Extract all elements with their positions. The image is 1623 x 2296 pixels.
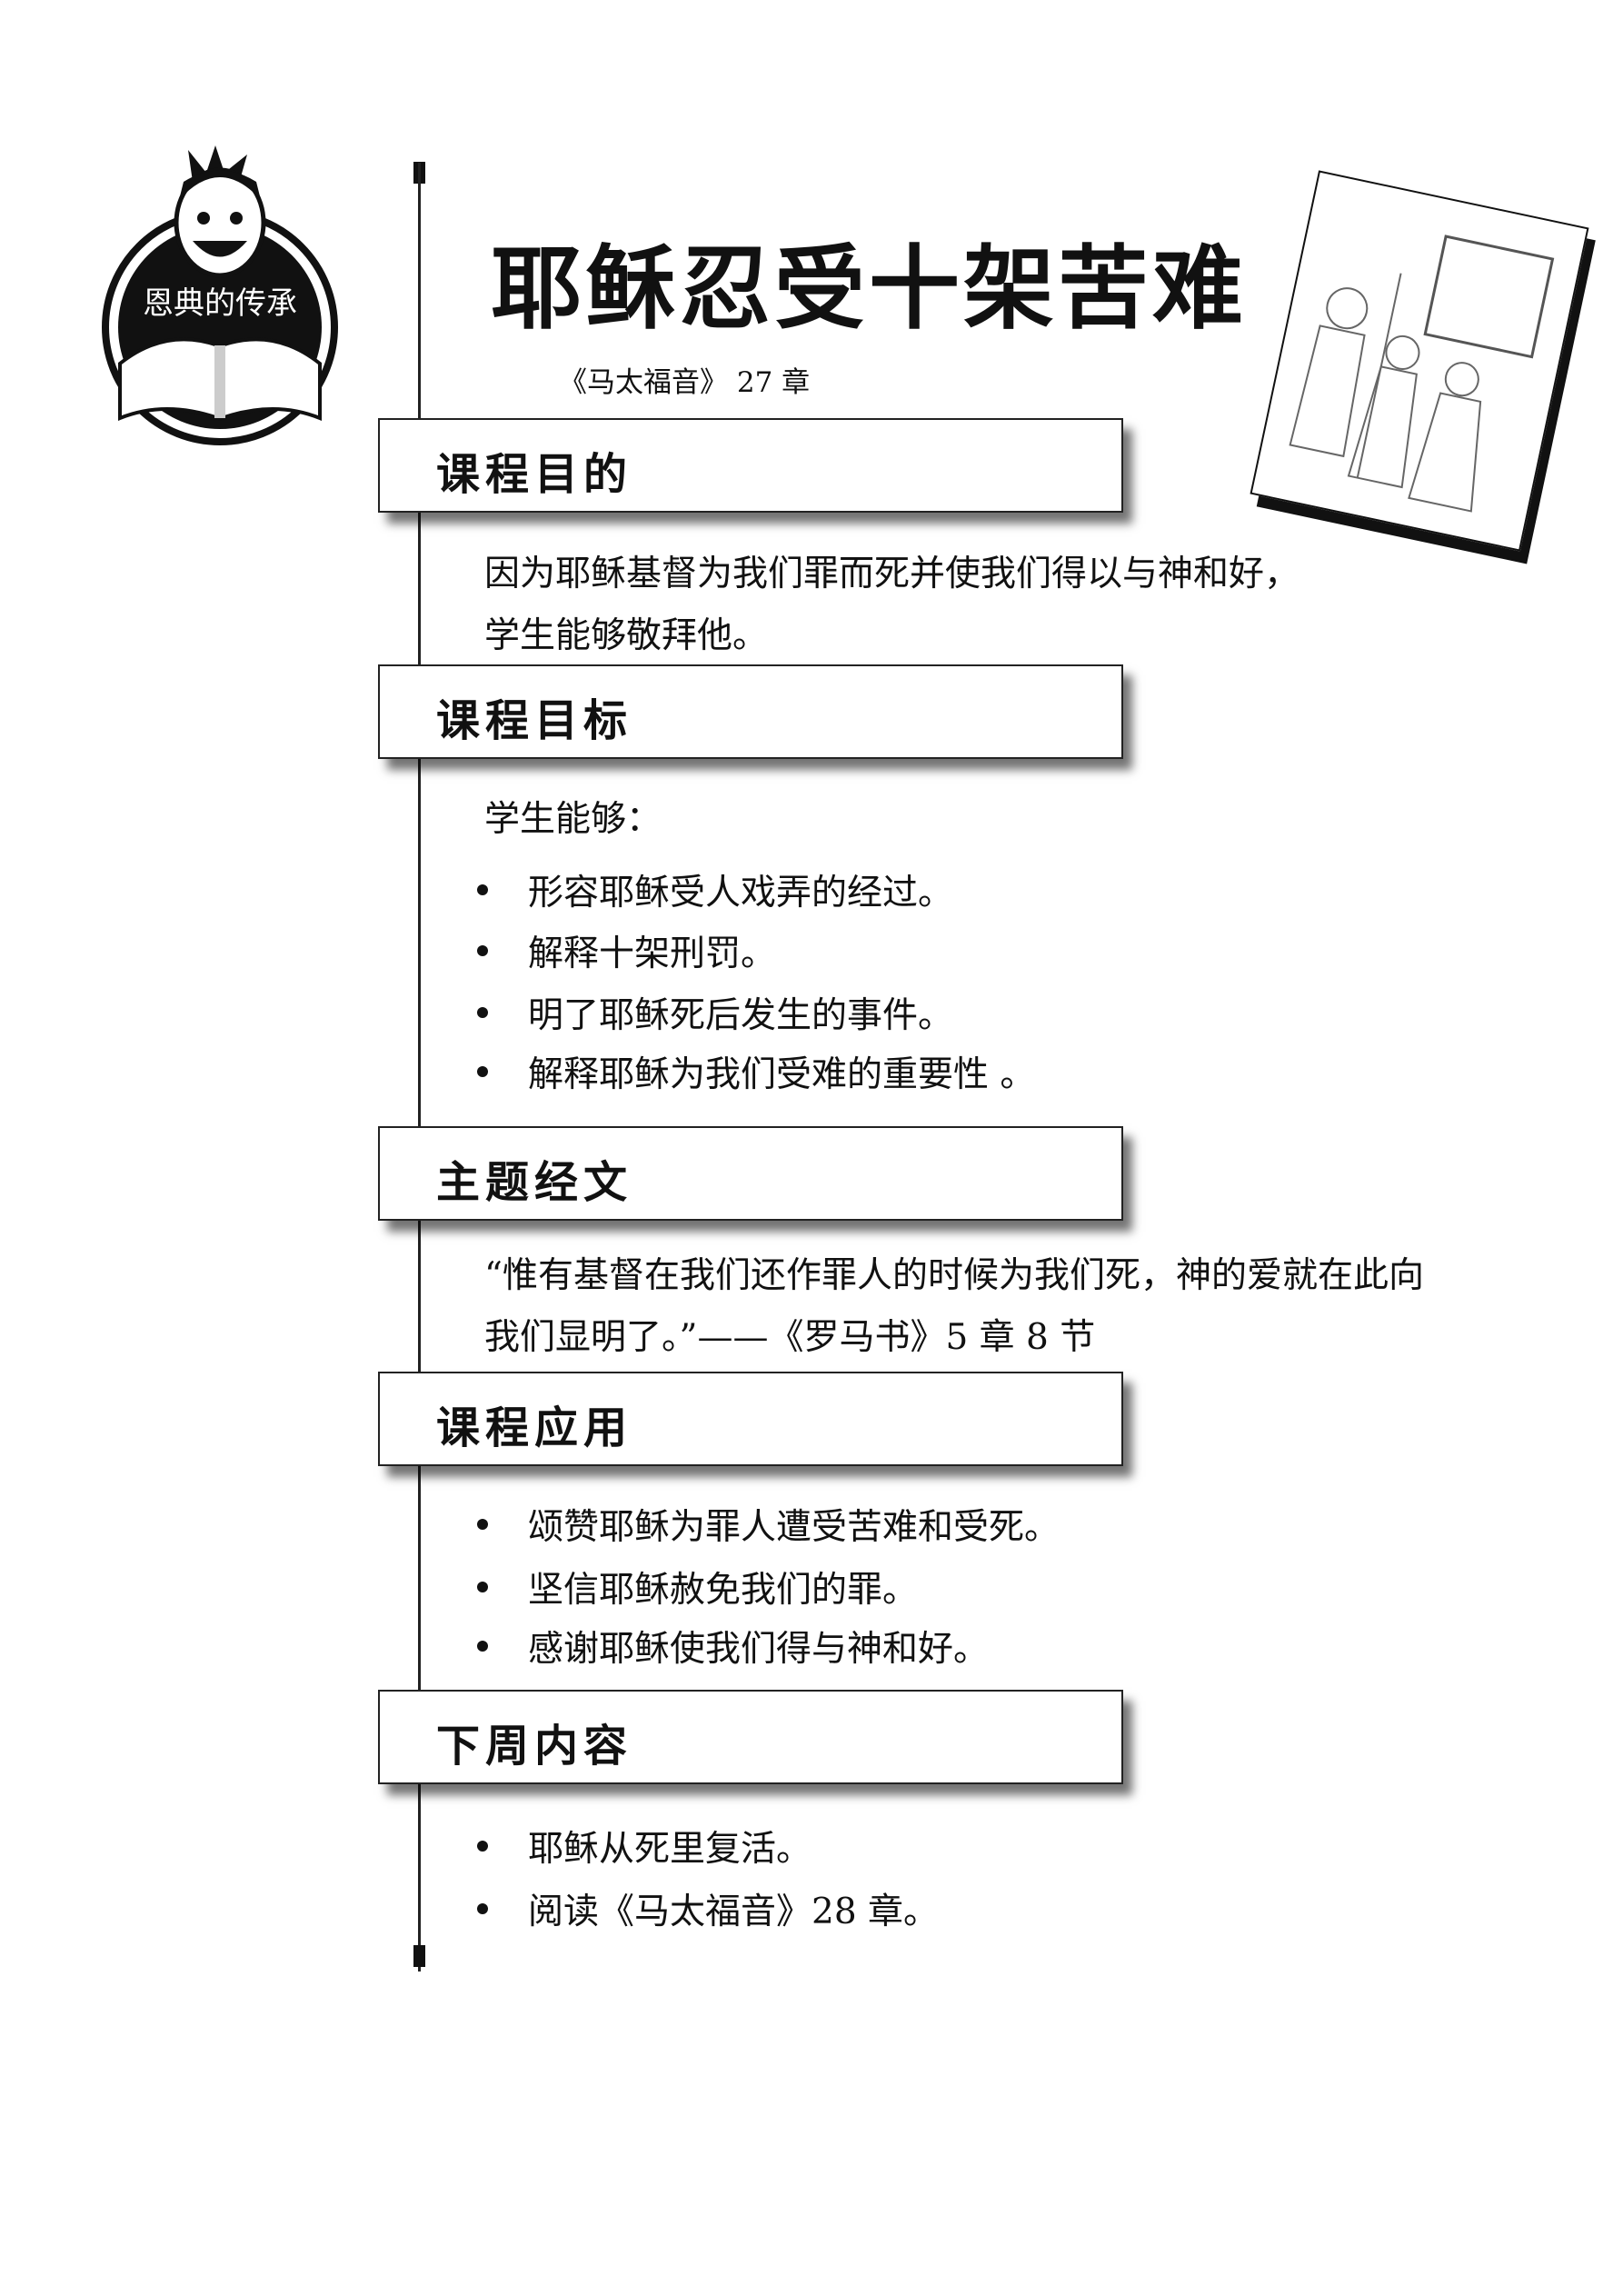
list-item: 解释耶稣为我们受难的重要性 。 xyxy=(477,1046,1035,1097)
logo-text: 恩典的传承 xyxy=(143,285,297,322)
timeline-line xyxy=(418,163,421,1972)
section-heading: 下周内容 xyxy=(436,1721,633,1772)
curriculum-logo: 恩典的传承 xyxy=(102,145,347,445)
objectives-intro: 学生能够： xyxy=(484,799,662,840)
purpose-text-line: 因为耶稣基督为我们罪而死并使我们得以与神和好， xyxy=(484,554,1300,594)
section-heading: 课程目的 xyxy=(436,449,633,500)
verse-text-line: “惟有基督在我们还作罪人的时候为我们死，神的爱就在此向 xyxy=(484,1255,1424,1296)
section-header-verse: 主题经文 xyxy=(378,1126,1123,1221)
section-header-next-week: 下周内容 xyxy=(378,1690,1123,1784)
list-item: 感谢耶稣使我们得与神和好。 xyxy=(477,1621,989,1672)
section-header-purpose: 课程目的 xyxy=(378,418,1123,513)
list-item: 阅读《马太福音》28 章。 xyxy=(477,1883,939,1934)
crucifixion-illustration xyxy=(1250,170,1589,552)
section-header-application: 课程应用 xyxy=(378,1372,1123,1466)
list-item: 解释十架刑罚。 xyxy=(477,925,776,976)
list-item: 坚信耶稣赦免我们的罪。 xyxy=(477,1562,918,1612)
verse-text-line: 我们显明了。”——《罗马书》5 章 8 节 xyxy=(484,1317,1096,1358)
page-title: 耶稣忍受十架苦难 xyxy=(491,235,1247,342)
section-heading: 课程应用 xyxy=(436,1403,633,1453)
list-item: 颂赞耶稣为罪人遭受苦难和受死。 xyxy=(477,1499,1060,1550)
section-header-objectives: 课程目标 xyxy=(378,664,1123,759)
list-item: 耶稣从死里复活。 xyxy=(477,1821,812,1872)
timeline-bottom-cap xyxy=(413,1945,425,1967)
section-heading: 课程目标 xyxy=(436,695,633,746)
list-item: 形容耶稣受人戏弄的经过。 xyxy=(477,864,953,915)
purpose-text-line: 学生能够敬拜他。 xyxy=(484,615,769,656)
list-item: 明了耶稣死后发生的事件。 xyxy=(477,987,953,1038)
scripture-reference: 《马太福音》 27 章 xyxy=(559,366,811,399)
section-heading: 主题经文 xyxy=(436,1157,633,1208)
